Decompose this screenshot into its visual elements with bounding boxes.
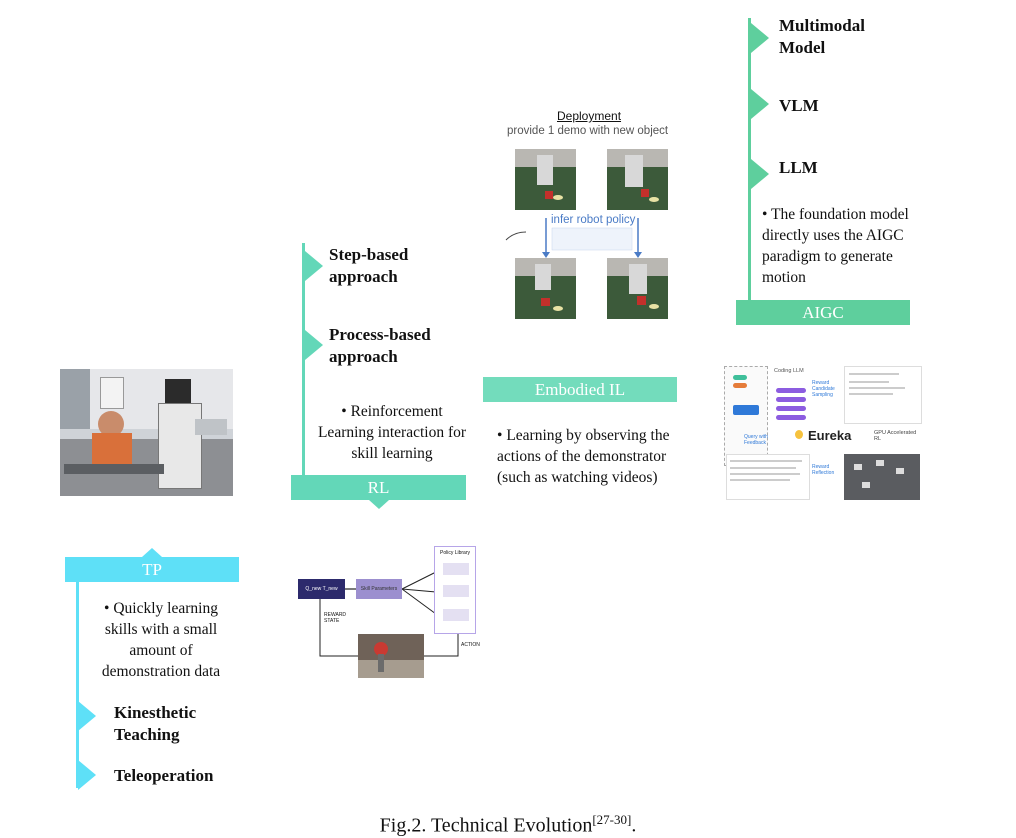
tp-arrow-2 — [78, 760, 96, 790]
embodied-note-text: Learning by observing the actions of the… — [497, 427, 670, 486]
aigc-label: AIGC — [802, 303, 844, 322]
rl-policy-library-label: Policy Library — [439, 550, 470, 556]
rl-arrow-2 — [305, 330, 323, 360]
deployment-subtitle: provide 1 demo with new object — [507, 125, 669, 137]
aigc-arrow-2 — [751, 89, 769, 119]
tp-item-kinesthetic-teaching: Kinesthetic Teaching — [114, 703, 197, 744]
rl-banner: RL — [291, 475, 466, 509]
aigc-banner: AIGC — [736, 300, 910, 325]
rl-reward-state-label: REWARD STATE — [324, 612, 347, 624]
rl-label: RL — [367, 478, 390, 497]
deploy-frame-4 — [607, 258, 668, 319]
embodied-banner: Embodied IL — [483, 377, 677, 402]
tp-banner: TP — [65, 548, 239, 582]
rl-policy-slot-1 — [443, 563, 469, 575]
rl-note: • Reinforcement Learning interaction for… — [316, 401, 468, 464]
rl-diagram: Q_new T_new Skill Parameters Policy Libr… — [290, 544, 480, 684]
rl-banner-notch — [368, 500, 389, 509]
infer-arrows — [505, 218, 642, 258]
aigc-item-llm: LLM — [779, 158, 818, 177]
aigc-item-vlm: VLM — [779, 96, 819, 115]
tp-timeline — [76, 582, 79, 788]
caption-end: . — [631, 814, 637, 837]
tp-arrow-1 — [78, 701, 96, 731]
rl-note-text: Reinforcement Learning interaction for s… — [317, 403, 467, 462]
tp-label: TP — [142, 560, 162, 579]
rl-policy-slot-2 — [443, 585, 469, 597]
eureka-sim-image — [844, 454, 920, 500]
eureka-feedback-text — [726, 454, 810, 500]
aigc-note: • The foundation model directly uses the… — [762, 204, 920, 288]
aigc-arrow-1 — [751, 23, 769, 53]
deploy-frame-2 — [607, 149, 668, 210]
eureka-diagram: Coding LLM Reward Candidate Sampling Que… — [724, 364, 924, 502]
figure-caption: Fig.2. Technical Evolution[27-30]. — [0, 812, 1016, 838]
rl-task-box: Q_new T_new — [298, 579, 345, 599]
tp-note-text: Quickly learning skills with a small amo… — [101, 600, 221, 680]
deploy-frame-1 — [515, 149, 576, 210]
embodied-note: • Learning by observing the actions of t… — [497, 425, 673, 488]
rl-sim-image — [358, 634, 424, 678]
tp-banner-notch — [142, 548, 162, 557]
aigc-note-text: The foundation model directly uses the A… — [762, 206, 909, 286]
aigc-arrow-3 — [751, 159, 769, 189]
tp-robot-photo — [60, 369, 233, 496]
tp-item-teleoperation: Teleoperation — [114, 766, 214, 785]
bullet: • — [341, 403, 351, 420]
eureka-query-feedback: Query with Feedback — [744, 434, 768, 446]
rl-item-process-based: Process-based approach — [329, 325, 431, 366]
rl-task-box-label: Q_new T_new — [305, 586, 338, 592]
rl-timeline — [302, 243, 305, 475]
rl-item-step-based: Step-based approach — [329, 245, 409, 286]
rl-policy-library: Policy Library — [434, 546, 476, 634]
eureka-gpu-il: GPU Accelerated RL — [874, 430, 917, 442]
eureka-reward-reflection: Reward Reflection — [812, 464, 835, 476]
rl-policy-slot-3 — [443, 609, 469, 621]
rl-action-label: ACTION — [461, 642, 480, 648]
lightbulb-icon — [795, 430, 803, 439]
eureka-reward-sampling: Reward Candidate Sampling — [812, 380, 835, 398]
bullet: • — [497, 427, 507, 444]
embodied-label: Embodied IL — [534, 380, 626, 399]
tp-note: • Quickly learning skills with a small a… — [86, 598, 236, 682]
deploy-frame-3 — [515, 258, 576, 319]
rl-skill-box-label: Skill Parameters — [360, 586, 398, 592]
aigc-item-multimodal-model: Multimodal Model — [779, 16, 865, 57]
eureka-coding-llm-label: Coding LLM — [774, 368, 804, 374]
bullet: • — [104, 600, 114, 617]
eureka-code-panel — [844, 366, 922, 424]
rl-skill-box: Skill Parameters — [356, 579, 402, 599]
caption-ref: [27-30] — [592, 812, 632, 827]
eureka-title: Eureka — [808, 428, 852, 443]
deployment-title: Deployment — [557, 109, 622, 123]
bullet: • — [762, 206, 772, 223]
infer-policy-label: infer robot policy — [551, 214, 636, 226]
rl-arrow-1 — [305, 251, 323, 281]
aigc-timeline — [748, 18, 751, 300]
eureka-llm-bars — [776, 388, 806, 420]
caption-text: Fig.2. Technical Evolution — [379, 814, 593, 837]
eureka-left-panel — [724, 366, 768, 466]
